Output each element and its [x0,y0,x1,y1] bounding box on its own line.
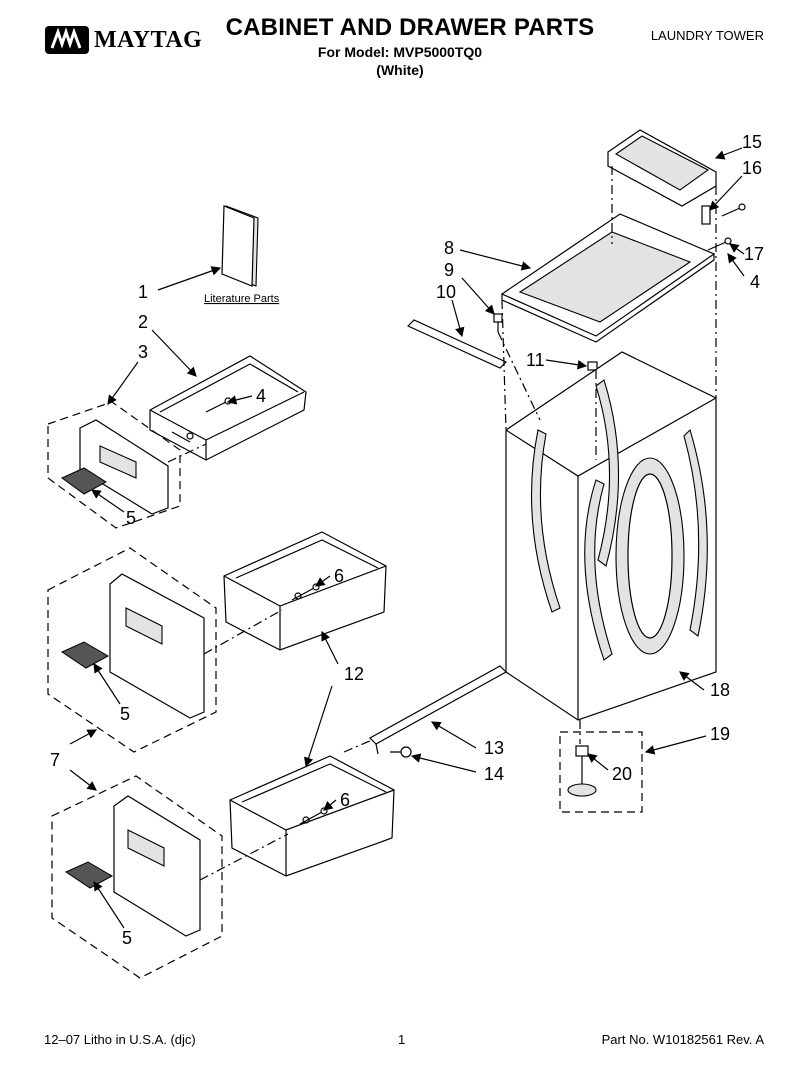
callout-2: 2 [138,312,148,332]
callout-14: 14 [484,764,504,784]
litho-note: 12–07 Litho in U.S.A. (djc) [44,1032,196,1047]
middle-drawer-front [60,573,205,719]
category-label: LAUNDRY TOWER [650,28,764,43]
literature-parts-label: Literature Parts [204,293,280,305]
callout-16: 16 [742,158,762,178]
console-bracket [701,205,711,225]
callout-9: 9 [444,260,454,280]
assembly-guide-lines [167,166,717,881]
middle-drawer-bin [223,531,387,651]
cabinet [505,351,717,721]
page-number: 1 [398,1032,406,1047]
middle-drawer-front-group [47,547,217,753]
callout-13: 13 [484,738,504,758]
screw-part-9 [493,313,503,332]
leveling-leg [567,745,597,797]
callout-5-top: 5 [126,508,136,528]
maytag-logo: MAYTAG [44,22,209,62]
callout-6-middle: 6 [334,566,344,586]
screw-part-14 [390,746,412,758]
bottom-drawer-front-group [51,775,223,979]
callout-19: 19 [710,724,730,744]
screw-part-6-middle [291,583,320,601]
bottom-drawer-front [64,795,201,937]
callout-12: 12 [344,664,364,684]
callout-4-drawer: 4 [256,386,266,406]
callout-7: 7 [50,750,60,770]
callout-18: 18 [710,680,730,700]
brand-name: MAYTAG [94,27,203,53]
top-drawer-front [61,419,169,515]
leader-lines [69,147,745,929]
screw-part-4-cabinet [707,237,732,251]
callout-10: 10 [436,282,456,302]
clip-part-11 [587,361,598,371]
leveling-leg-group [559,731,643,813]
control-console [607,129,717,207]
callout-4-cabinet: 4 [750,272,760,292]
callout-1: 1 [138,282,148,302]
callout-15: 15 [742,132,762,152]
bottom-drawer-bin [229,755,395,877]
callout-6-bottom: 6 [340,790,350,810]
slide-rail [369,665,507,755]
callout-17: 17 [744,244,764,264]
callout-3: 3 [138,342,148,362]
page-title: CABINET AND DRAWER PARTS [225,14,595,41]
top-panel [500,213,716,343]
maytag-logo-icon [45,26,89,54]
callout-11: 11 [526,350,545,370]
part-number: Part No. W10182561 Rev. A [601,1032,764,1047]
screw-part-17 [721,203,746,217]
literature-booklet [221,205,259,287]
top-drawer-tray [149,355,307,461]
callout-5-middle: 5 [120,704,130,724]
callout-5-bottom: 5 [122,928,132,948]
color-line: (White) [376,62,424,78]
callout-20: 20 [612,764,632,784]
callout-8: 8 [444,238,454,258]
top-rail [406,319,508,369]
model-line: For Model: MVP5000TQ0 [317,44,483,60]
